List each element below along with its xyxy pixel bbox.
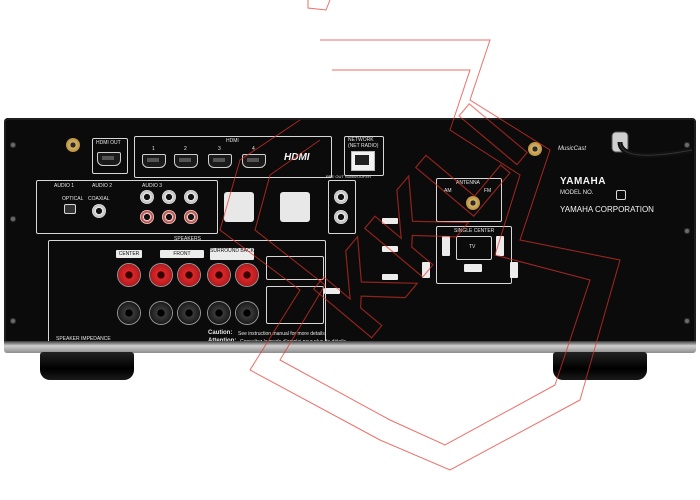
hdmi-input-3-port[interactable] xyxy=(208,154,232,168)
caution-text: See instruction manual for more details. xyxy=(238,331,327,337)
audio-section-frame xyxy=(36,180,218,234)
impedance-label: SPEAKER IMPEDANCE xyxy=(56,336,111,342)
audio-jack-red[interactable] xyxy=(162,210,176,224)
coaxial-label: COAXIAL xyxy=(88,196,110,202)
screw xyxy=(684,142,690,148)
center-speaker-icon xyxy=(464,264,482,272)
optical-port[interactable] xyxy=(64,204,76,214)
hdmi-out-frame xyxy=(92,138,128,174)
power-cord xyxy=(611,131,693,158)
hdmi-section-label: HDMI xyxy=(226,138,239,144)
speaker-terminal-red[interactable] xyxy=(236,264,258,286)
center-label: CENTER xyxy=(116,250,142,258)
screw xyxy=(10,216,16,222)
speaker-cap-icon xyxy=(280,192,310,222)
caution-heading: Caution: xyxy=(208,330,233,336)
screw xyxy=(684,318,690,324)
optical-label: OPTICAL xyxy=(62,196,84,202)
wiring-hint-frame xyxy=(266,256,324,280)
speaker-cap-icon xyxy=(224,192,254,222)
speaker-terminal-red[interactable] xyxy=(118,264,140,286)
antenna-fm-label: FM xyxy=(484,188,492,194)
hdmi-input-number: 3 xyxy=(218,146,221,152)
speaker-icon xyxy=(422,262,430,278)
model-box xyxy=(616,190,626,200)
subwoofer-jack[interactable] xyxy=(334,210,348,224)
speaker-icon xyxy=(510,262,518,278)
musiccast-logo: MusicCast xyxy=(558,146,587,152)
audio-jack-white[interactable] xyxy=(140,190,154,204)
speaker-terminal-red[interactable] xyxy=(178,264,200,286)
layout-title: SINGLE CENTER xyxy=(454,228,495,234)
yamaha-corporation-label: YAMAHA CORPORATION xyxy=(560,205,654,214)
network-sublabel: (NET RADIO) xyxy=(348,143,379,149)
hdmi-input-1-port[interactable] xyxy=(142,154,166,168)
hdmi-input-number: 2 xyxy=(184,146,187,152)
foot-left xyxy=(40,352,134,380)
speaker-terminal-black[interactable] xyxy=(208,302,230,324)
audio-jack-white[interactable] xyxy=(162,190,176,204)
model-number-label: MODEL NO. xyxy=(560,190,594,196)
speaker-icon xyxy=(496,236,504,256)
speaker-terminal-red[interactable] xyxy=(150,264,172,286)
tv-label: TV xyxy=(469,244,476,250)
hdmi-out-label: HDMI OUT xyxy=(96,140,121,146)
speaker-terminal-black[interactable] xyxy=(118,302,140,324)
speaker-terminal-red[interactable] xyxy=(208,264,230,286)
hdmi-input-4-port[interactable] xyxy=(242,154,266,168)
speaker-icon xyxy=(442,236,450,256)
subwoofer-jack[interactable] xyxy=(334,190,348,204)
antenna-am-label: AM xyxy=(444,188,452,194)
speaker-terminal-black[interactable] xyxy=(236,302,258,324)
speaker-terminal-black[interactable] xyxy=(150,302,172,324)
hdmi-logo: HDMI xyxy=(284,152,310,163)
fm-antenna-jack[interactable] xyxy=(466,196,480,210)
antenna-label: ANTENNA xyxy=(456,180,480,186)
subwoofer-label: PRE OUT SUBWOOFER xyxy=(326,174,372,179)
lan-port[interactable] xyxy=(351,151,375,171)
audio-jack-red[interactable] xyxy=(184,210,198,224)
gold-terminal[interactable] xyxy=(66,138,80,152)
subwoofer-frame xyxy=(328,180,356,234)
knockout-tab xyxy=(382,274,398,280)
yamaha-logo: YAMAHA xyxy=(560,176,606,187)
screw xyxy=(10,318,16,324)
audio2-label: AUDIO 2 xyxy=(92,183,113,189)
hdmi-out-port[interactable] xyxy=(97,152,121,166)
hdmi-input-number: 1 xyxy=(152,146,155,152)
audio-jack-red[interactable] xyxy=(140,210,154,224)
knockout-tab xyxy=(382,218,398,224)
wiring-hint-frame xyxy=(266,286,324,324)
wireless-antenna-base[interactable] xyxy=(528,142,542,156)
audio3-label: AUDIO 3 xyxy=(142,183,163,189)
hdmi-input-2-port[interactable] xyxy=(174,154,198,168)
coaxial-jack[interactable] xyxy=(92,204,106,218)
screw xyxy=(684,228,690,234)
audio1-label: AUDIO 1 xyxy=(54,183,75,189)
front-label: FRONT xyxy=(160,250,204,258)
speaker-terminal-black[interactable] xyxy=(178,302,200,324)
surround-label: SURROUND BACK xyxy=(210,248,254,260)
screw xyxy=(10,142,16,148)
hdmi-input-number: 4 xyxy=(252,146,255,152)
knockout-tab xyxy=(382,246,398,252)
audio-jack-white[interactable] xyxy=(184,190,198,204)
foot-right xyxy=(553,352,647,380)
knockout-tab xyxy=(324,288,340,294)
receiver-rear-panel: HDMI OUT HDMI 1 2 3 4 HDMI NETWORK (NET … xyxy=(4,118,696,350)
speakers-label: SPEAKERS xyxy=(174,236,201,242)
